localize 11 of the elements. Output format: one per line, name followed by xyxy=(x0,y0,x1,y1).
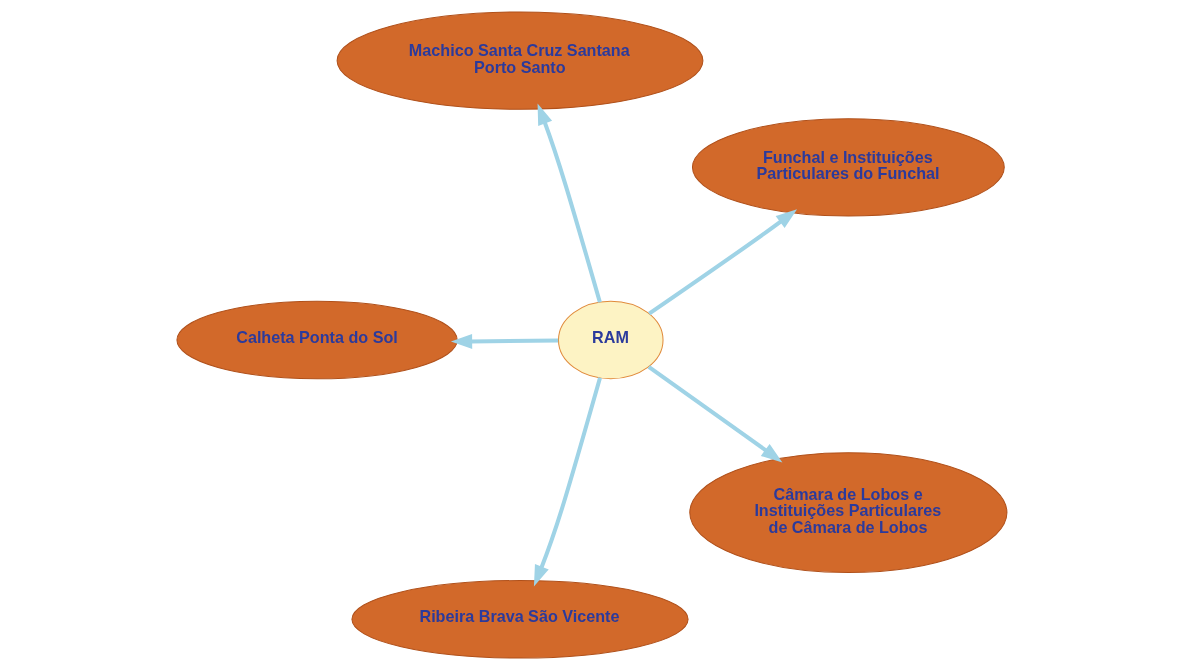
node-ellipse: Calheta Ponta do Sol xyxy=(175,300,458,380)
node-ellipse: Funchal e Instituições Particulares do Funchal xyxy=(691,118,1005,217)
arrow xyxy=(647,365,782,463)
arrow xyxy=(450,334,558,349)
node-ellipse: Ribeira Brava São Vicente xyxy=(350,580,689,659)
arrow xyxy=(647,209,797,316)
node-ellipse: RAM xyxy=(557,300,664,380)
node-ellipse: Câmara de Lobos e Instituições Particulares de Câmara de Lobos xyxy=(688,452,1007,574)
arrow xyxy=(537,103,602,303)
arrow xyxy=(533,377,602,587)
node-ellipse: Machico Santa Cruz Santana Porto Santo xyxy=(336,11,703,110)
